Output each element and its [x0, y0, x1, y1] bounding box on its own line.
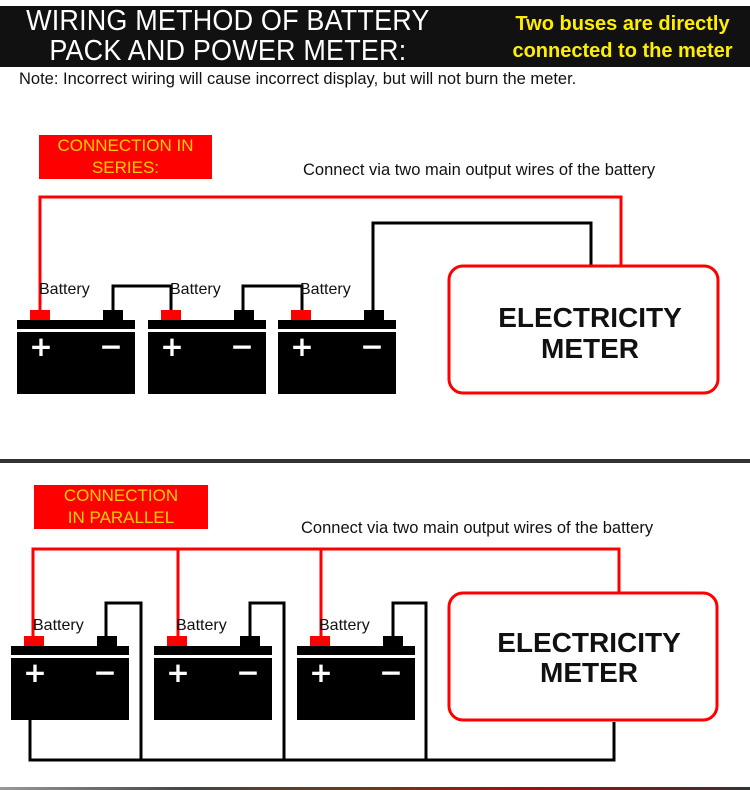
battery-lid: [148, 320, 266, 329]
parallel-caption: Connect via two main output wires of the…: [301, 519, 654, 537]
battery-body: [148, 332, 266, 394]
battery-body: [278, 332, 396, 394]
positive-terminal: [310, 636, 330, 646]
battery: + − Battery: [148, 281, 266, 394]
parallel-label-line-1: CONNECTION: [63, 486, 179, 505]
battery-lid: [297, 646, 415, 655]
plus-sign-icon: +: [23, 656, 46, 689]
battery: + − Battery: [297, 617, 415, 720]
series-label-line-1: CONNECTION IN: [57, 136, 194, 155]
plus-sign-icon: +: [290, 330, 313, 363]
title-line-2: PACK AND POWER METER:: [49, 35, 407, 67]
plus-sign-icon: +: [166, 656, 189, 689]
page-title: WIRING METHOD OF BATTERY PACK AND POWER …: [0, 6, 456, 66]
series-diagram: +−Battery+−Battery+−Battery ELECTRICITY …: [17, 195, 720, 395]
subtitle-line-2: connected to the meter: [512, 40, 733, 62]
battery-body: [154, 658, 272, 720]
series-caption: Connect via two main output wires of the…: [303, 161, 656, 179]
positive-terminal: [291, 310, 311, 320]
negative-terminal: [240, 636, 260, 646]
header-banner: WIRING METHOD OF BATTERY PACK AND POWER …: [0, 6, 750, 67]
series-meter-line-1: ELECTRICITY: [498, 302, 682, 333]
series-meter-line-2: METER: [541, 333, 639, 364]
parallel-label: CONNECTION IN PARALLEL: [34, 485, 208, 529]
minus-sign-icon: −: [93, 656, 116, 689]
section-divider: [0, 459, 750, 463]
positive-terminal: [24, 636, 44, 646]
parallel-meter-line-2: METER: [540, 657, 638, 688]
plus-sign-icon: +: [160, 330, 183, 363]
battery: + − Battery: [278, 281, 396, 394]
battery-lid: [154, 646, 272, 655]
battery-label: Battery: [39, 281, 90, 298]
minus-sign-icon: −: [99, 330, 122, 363]
parallel-negative-leg-2: [248, 601, 286, 760]
battery-body: [11, 658, 129, 720]
minus-sign-icon: −: [230, 330, 253, 363]
series-label: CONNECTION IN SERIES:: [39, 135, 212, 179]
parallel-meter-line-1: ELECTRICITY: [497, 627, 681, 658]
parallel-diagram: +−Battery+−Battery+−Battery ELECTRICITY …: [11, 547, 719, 762]
battery-body: [17, 332, 135, 394]
plus-sign-icon: +: [29, 330, 52, 363]
parallel-negative-leg-1: [104, 601, 143, 760]
battery-label: Battery: [33, 617, 84, 634]
subtitle-line-1: Two buses are directly: [515, 13, 730, 35]
parallel-negative-bus: [28, 720, 616, 762]
plus-sign-icon: +: [309, 656, 332, 689]
battery-label: Battery: [170, 281, 221, 298]
parallel-negative-leg-3: [391, 601, 428, 760]
negative-terminal: [383, 636, 403, 646]
parallel-positive-bus: [31, 547, 621, 640]
series-jumper-1: [111, 284, 173, 316]
battery-label: Battery: [319, 617, 370, 634]
battery-lid: [278, 320, 396, 329]
positive-terminal: [30, 310, 50, 320]
header-subtitle: Two buses are directly connected to the …: [495, 11, 750, 65]
battery-lid: [17, 320, 135, 329]
positive-terminal: [167, 636, 187, 646]
battery-label: Battery: [176, 617, 227, 634]
battery: + − Battery: [154, 617, 272, 720]
battery: + − Battery: [17, 281, 135, 394]
series-jumper-2: [241, 284, 304, 316]
negative-terminal: [103, 310, 123, 320]
negative-terminal: [234, 310, 254, 320]
battery-body: [297, 658, 415, 720]
series-meter-box: [447, 264, 720, 395]
battery-lid: [11, 646, 129, 655]
battery: + − Battery: [11, 617, 129, 720]
series-negative-wire: [371, 221, 593, 316]
minus-sign-icon: −: [379, 656, 402, 689]
bottom-strip: [0, 787, 750, 790]
minus-sign-icon: −: [360, 330, 383, 363]
minus-sign-icon: −: [236, 656, 259, 689]
battery-label: Battery: [300, 281, 351, 298]
parallel-label-line-2: IN PARALLEL: [67, 508, 175, 527]
positive-terminal: [161, 310, 181, 320]
negative-terminal: [97, 636, 117, 646]
wiring-note: Note: Incorrect wiring will cause incorr…: [19, 70, 577, 88]
series-label-line-2: SERIES:: [91, 158, 160, 177]
title-line-1: WIRING METHOD OF BATTERY: [26, 5, 430, 37]
negative-terminal: [364, 310, 384, 320]
series-positive-wire: [38, 195, 623, 316]
parallel-meter-box: [447, 591, 719, 722]
